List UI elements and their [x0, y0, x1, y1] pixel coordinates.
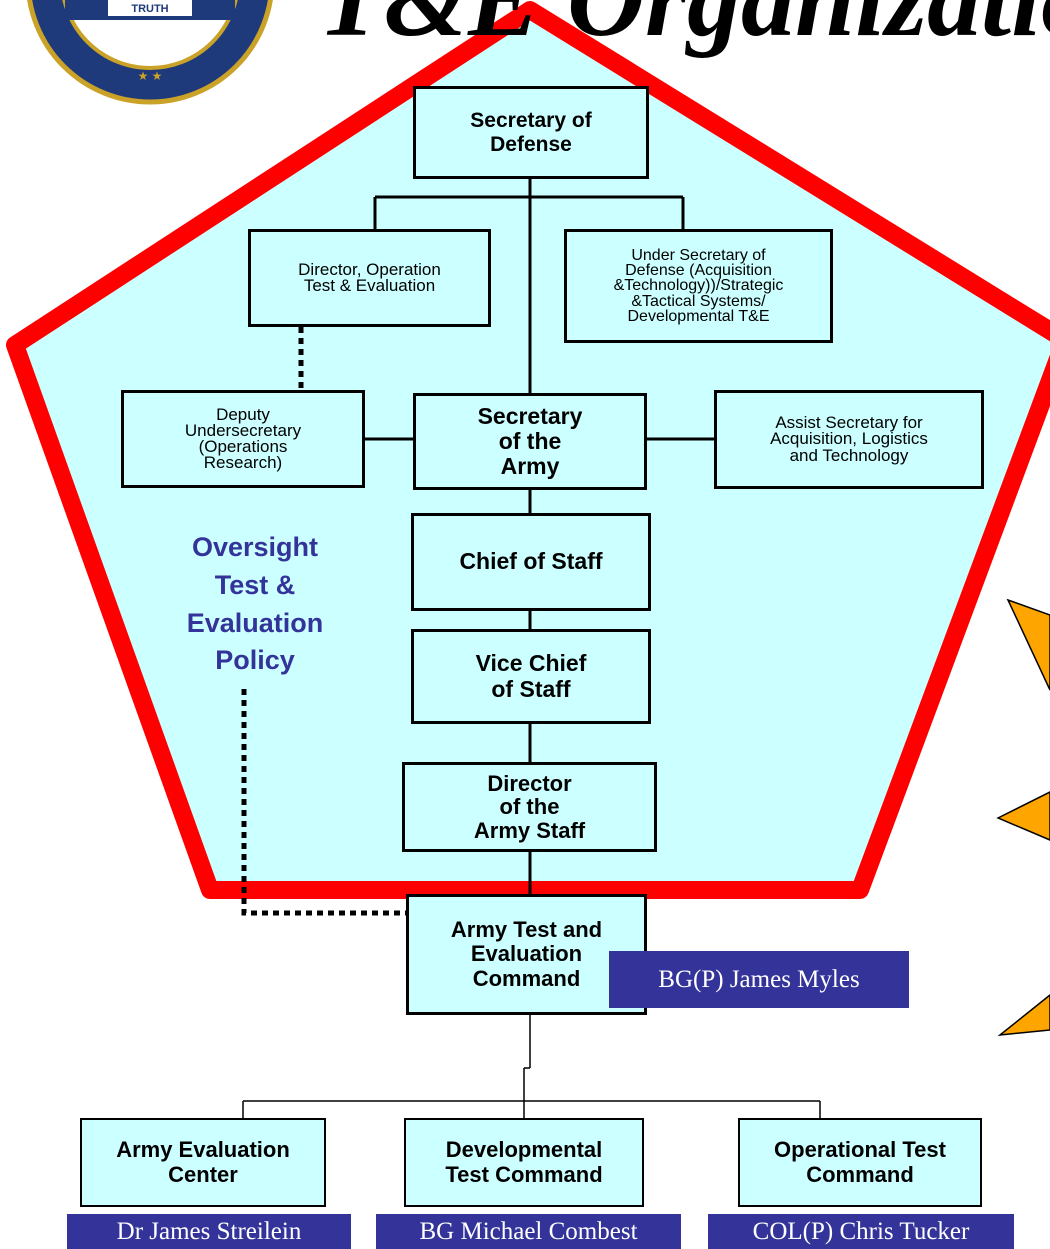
arrow-shape-1	[1006, 598, 1050, 691]
seal-text: TRUTH	[131, 3, 168, 15]
connector-lines-thin	[242, 1015, 821, 1118]
name-tag-dtc-commander: BG Michael Combest	[376, 1214, 681, 1249]
box-atec: Army Test and Evaluation Command	[406, 894, 647, 1015]
box-assist-secretary-alt: Assist Secretary for Acquisition, Logist…	[714, 390, 984, 489]
box-usd-acquisition-technology: Under Secretary of Defense (Acquisition …	[564, 229, 833, 343]
oversight-label: Oversight Test & Evaluation Policy	[186, 532, 324, 676]
box-chief-of-staff: Chief of Staff	[411, 513, 651, 611]
box-secretary-of-defense: Secretary of Defense	[413, 86, 649, 179]
box-director-ote: Director, Operation Test & Evaluation	[248, 229, 491, 327]
box-secretary-of-the-army: Secretary of the Army	[413, 393, 647, 490]
connector-lines	[365, 179, 714, 894]
name-tag-otc-commander: COL(P) Chris Tucker	[708, 1214, 1014, 1249]
name-tag-aec-director: Dr James Streilein	[67, 1214, 351, 1249]
box-army-evaluation-center: Army Evaluation Center	[80, 1118, 326, 1207]
box-director-army-staff: Director of the Army Staff	[402, 762, 657, 852]
box-operational-test-command: Operational Test Command	[738, 1118, 982, 1207]
dotted-lines	[241, 327, 406, 916]
name-tag-atec-commander: BG(P) James Myles	[609, 951, 909, 1008]
svg-text:★ ★: ★ ★	[138, 69, 163, 83]
arrow-shape-3	[997, 994, 1050, 1036]
page-title: T&E Organization	[318, 0, 1050, 62]
box-vice-chief-of-staff: Vice Chief of Staff	[411, 629, 651, 724]
box-deputy-undersecretary: Deputy Undersecretary (Operations Resear…	[121, 390, 365, 488]
army-seal-icon: TRUTH ★ ★	[27, 0, 273, 105]
arrow-shape-2	[996, 791, 1050, 841]
box-developmental-test-command: Developmental Test Command	[404, 1118, 644, 1207]
